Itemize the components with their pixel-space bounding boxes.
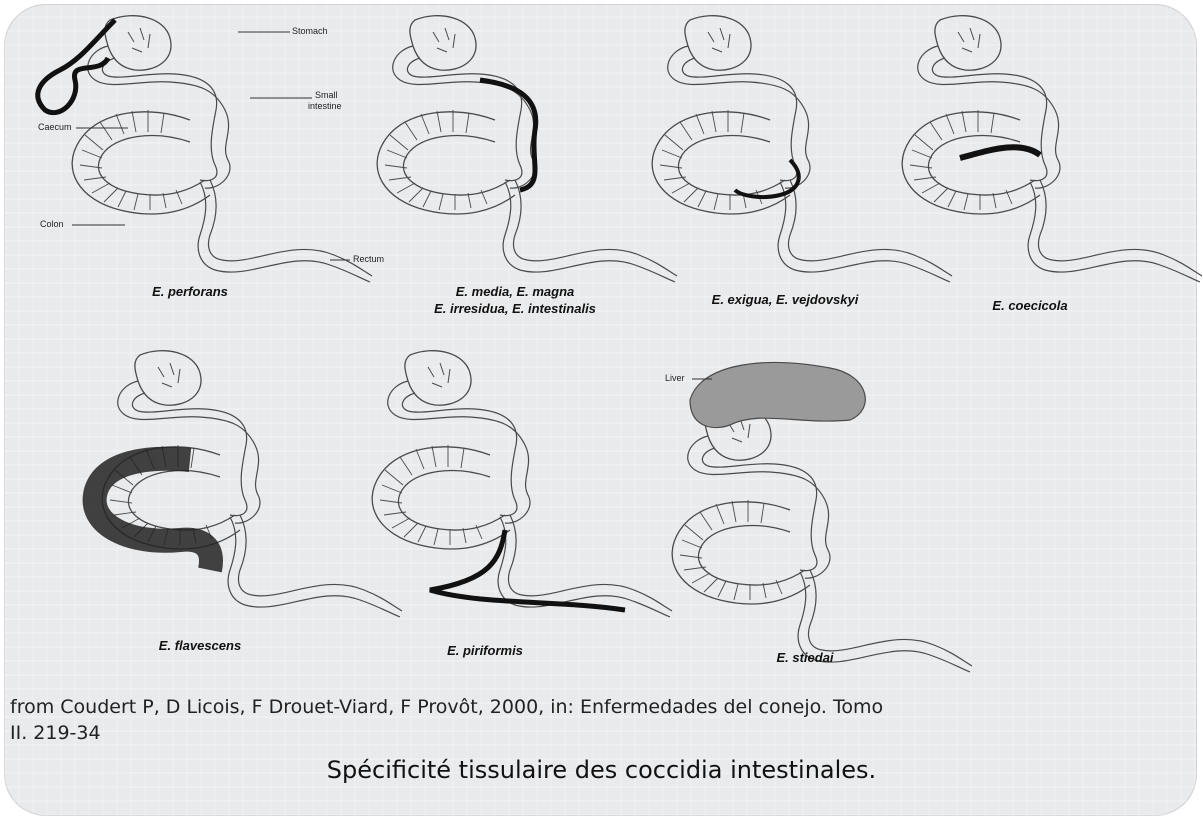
source-line-1: from Coudert P, D Licois, F Drouet-Viard… — [10, 694, 1190, 720]
caption-stiedai: E. stiedai — [735, 649, 875, 666]
caption-line: E. perforans — [110, 283, 270, 300]
label-small-intestine-1: Small — [315, 90, 338, 100]
caption-perforans: E. perforans — [110, 283, 270, 300]
panel-media — [377, 16, 677, 282]
caption-line: E. flavescens — [120, 637, 280, 654]
panel-exigua — [652, 16, 952, 282]
panel-piriformis — [372, 351, 672, 617]
panel-stiedai — [672, 363, 972, 672]
label-rectum: Rectum — [353, 254, 384, 264]
panel-coecicola — [902, 16, 1202, 282]
label-small-intestine-2: intestine — [308, 101, 342, 111]
panel-flavescens — [95, 351, 402, 617]
label-caecum: Caecum — [38, 122, 72, 132]
caption-coecicola: E. coecicola — [960, 297, 1100, 314]
caption-flavescens: E. flavescens — [120, 637, 280, 654]
caption-line: E. media, E. magna — [395, 283, 635, 300]
source-citation: from Coudert P, D Licois, F Drouet-Viard… — [10, 694, 1190, 746]
caption-line: E. piriformis — [405, 642, 565, 659]
caption-exigua: E. exigua, E. vejdovskyi — [680, 291, 890, 308]
caption-line: E. coecicola — [960, 297, 1100, 314]
label-stomach: Stomach — [292, 26, 328, 36]
label-colon: Colon — [40, 219, 64, 229]
figure-title: Spécificité tissulaire des coccidia inte… — [0, 756, 1203, 784]
caption-piriformis: E. piriformis — [405, 642, 565, 659]
caption-line: E. exigua, E. vejdovskyi — [680, 291, 890, 308]
panel-perforans — [38, 16, 372, 282]
caption-line: E. stiedai — [735, 649, 875, 666]
source-line-2: II. 219-34 — [10, 720, 1190, 746]
caption-media: E. media, E. magna E. irresidua, E. inte… — [395, 283, 635, 317]
caption-line: E. irresidua, E. intestinalis — [395, 300, 635, 317]
label-liver: Liver — [665, 373, 685, 383]
